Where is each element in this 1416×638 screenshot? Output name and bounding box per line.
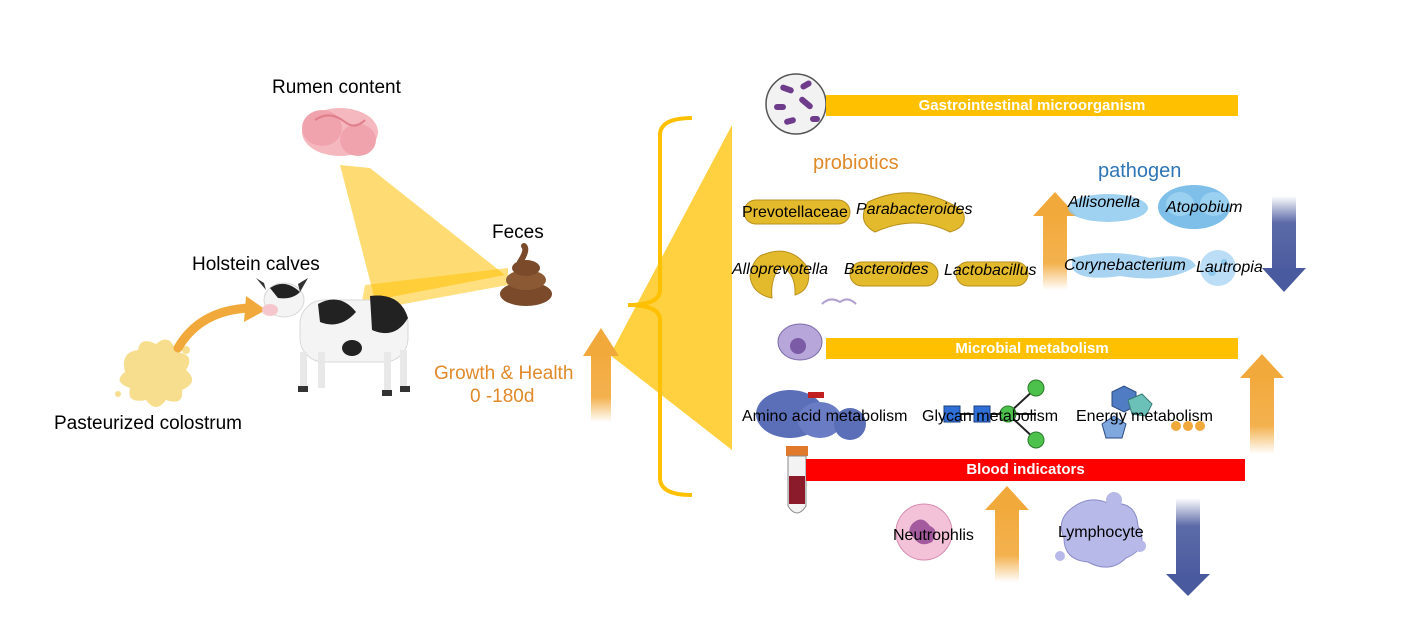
probiotic-lactobacillus: Lactobacillus (944, 262, 1037, 279)
growth-label-line1: Growth & Health (434, 363, 574, 384)
pathogen-down-arrow (1262, 196, 1306, 292)
colostrum-splash-icon (115, 339, 193, 407)
pathogen-shapes (1068, 185, 1236, 286)
rumen-label: Rumen content (272, 77, 401, 98)
blood-neutrophils: Neutrophlis (893, 527, 974, 544)
gi-title-bar (826, 95, 1238, 116)
glycan-structure-icon (943, 379, 1045, 449)
feces-icon (500, 243, 552, 306)
metabolism-title-bar (826, 338, 1238, 359)
metabolism-amino-acid: Amino acid metabolism (742, 408, 908, 425)
analysis-funnel (610, 125, 732, 450)
amino-acid-protein-icon (756, 390, 866, 440)
microbe-petri-icon (765, 73, 827, 135)
metabolism-up-arrow (1240, 354, 1284, 454)
energy-molecule-icon (1101, 385, 1205, 439)
pathogen-atopobium: Atopobium (1166, 199, 1243, 216)
calves-label: Holstein calves (192, 254, 320, 275)
probiotic-alloprevotella: Alloprevotella (732, 261, 829, 278)
pathogen-lautropia: Lautropia (1196, 259, 1263, 276)
probiotic-parabacteroides: Parabacteroides (856, 201, 973, 218)
feeding-arrow (173, 303, 255, 353)
colostrum-label: Pasteurized colostrum (54, 413, 242, 434)
probiotics-up-arrow (1033, 192, 1077, 290)
blood-tube-icon (786, 446, 808, 514)
metabolism-cell-icon (777, 298, 857, 361)
growth-label-line2: 0 -180d (470, 386, 535, 407)
lymphocyte-cell-icon (1055, 492, 1146, 568)
lymphocyte-down-arrow (1166, 498, 1210, 596)
rumen-icon (302, 108, 378, 156)
neutrophil-up-arrow (985, 486, 1029, 582)
pathogen-corynebacterium: Corynebacterium (1064, 257, 1186, 274)
rumen-sampling-beam (340, 165, 505, 300)
blood-lymphocyte: Lymphocyte (1058, 524, 1144, 541)
probiotics-heading: probiotics (813, 152, 899, 174)
neutrophil-cell-icon (895, 503, 953, 561)
feces-sampling-beam (360, 268, 508, 312)
analysis-bracket (627, 116, 693, 497)
probiotic-shapes (743, 192, 1029, 299)
metabolism-title: Microbial metabolism (955, 340, 1109, 357)
growth-up-arrow (583, 328, 619, 422)
blood-title: Blood indicators (966, 461, 1085, 478)
pathogen-allisonella: Allisonella (1068, 194, 1141, 211)
metabolism-glycan: Glycan metabolism (922, 408, 1059, 425)
probiotic-prevotellaceae: Prevotellaceae (742, 204, 848, 221)
metabolism-energy: Energy metabolism (1076, 408, 1213, 425)
gi-title: Gastrointestinal microorganism (918, 97, 1146, 114)
probiotic-bacteroides: Bacteroides (844, 261, 929, 278)
blood-title-bar (806, 459, 1245, 481)
pathogen-heading: pathogen (1098, 160, 1182, 182)
feces-label: Feces (492, 222, 544, 243)
holstein-calf-icon (256, 278, 410, 396)
